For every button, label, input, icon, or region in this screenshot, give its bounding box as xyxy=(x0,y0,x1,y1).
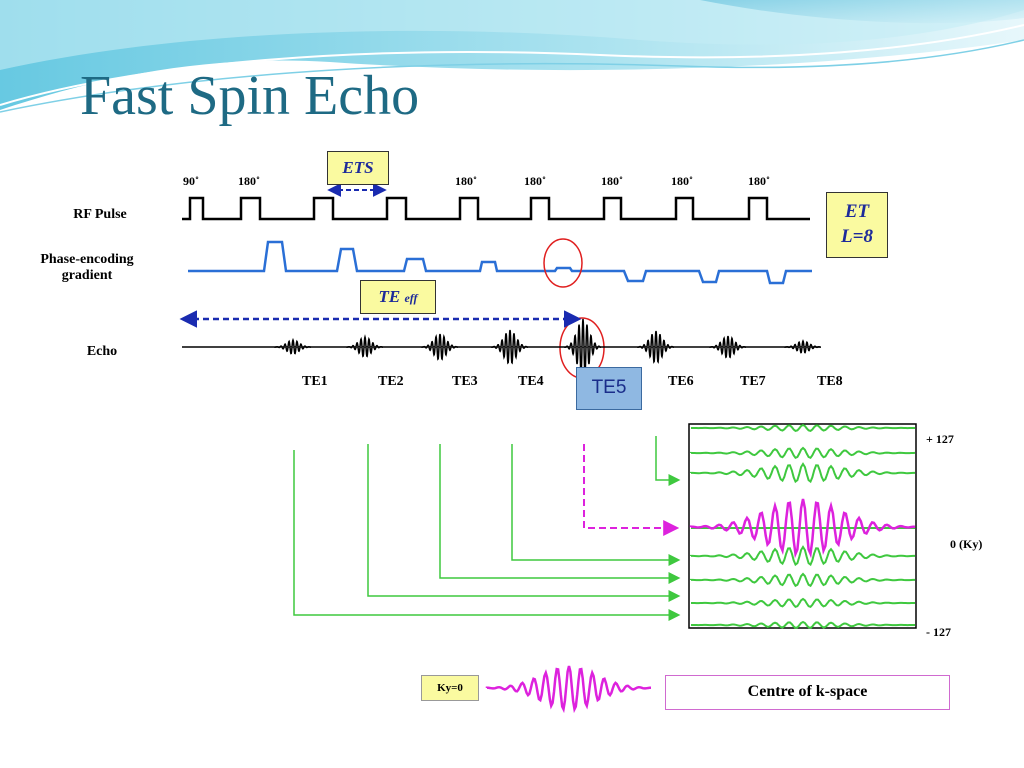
te-label-8: TE8 xyxy=(817,374,843,389)
te-label-2: TE2 xyxy=(378,374,404,389)
te-label-7: TE7 xyxy=(740,374,766,389)
rf-pulse-label: RF Pulse xyxy=(73,207,127,222)
phase-encoding-label-line1: Phase-encoding xyxy=(40,252,134,267)
echo-burst xyxy=(491,329,528,365)
echo-burst xyxy=(784,339,821,354)
kspace-line xyxy=(690,545,915,567)
ky0-wave xyxy=(485,665,651,714)
te-eff-subscript: eff xyxy=(404,291,418,305)
kspace-line xyxy=(691,597,915,608)
te-label-4: TE4 xyxy=(518,374,544,389)
pulse-label-180-3: 180˚ xyxy=(524,174,546,188)
echo-signal xyxy=(182,318,821,376)
te-label-1: TE1 xyxy=(302,374,328,389)
kspace-center-line xyxy=(689,498,916,559)
echo-burst xyxy=(421,333,458,361)
kspace-line xyxy=(690,446,916,460)
pulse-label-180-6: 180˚ xyxy=(748,174,770,188)
echo-label: Echo xyxy=(86,344,118,359)
pulse-label-180-2: 180˚ xyxy=(455,174,477,188)
pulse-label-180-5: 180˚ xyxy=(671,174,693,188)
te-label-6: TE6 xyxy=(668,374,694,389)
echo-to-kspace-arrows xyxy=(293,436,681,621)
phase-encoding-label: Phase-encoding gradient xyxy=(22,252,152,284)
te-label-3: TE3 xyxy=(452,374,478,389)
centre-of-kspace-box: Centre of k-space xyxy=(665,675,950,710)
et-length-label: L=8 xyxy=(841,226,873,247)
kspace-bottom-label: - 127 xyxy=(926,625,951,639)
phase-encoding-label-line2: gradient xyxy=(61,268,113,283)
ky0-label-box: Ky=0 xyxy=(421,675,479,701)
kspace-top-label: + 127 xyxy=(926,432,954,446)
kspace-lines xyxy=(689,423,916,629)
echo-mapping-arrow xyxy=(293,450,681,621)
echo-burst xyxy=(346,334,383,358)
echo-mapping-arrow xyxy=(439,444,681,584)
echo-burst xyxy=(709,335,746,359)
echo-train-length-box: ET L=8 xyxy=(826,192,888,258)
kspace-line xyxy=(690,462,915,484)
echo-burst xyxy=(637,330,674,364)
slide-title: Fast Spin Echo xyxy=(80,65,420,127)
highlight-circle-gradient xyxy=(543,238,583,288)
kspace-frame xyxy=(688,423,917,629)
kspace-line xyxy=(690,572,915,588)
kspace-line xyxy=(691,423,915,432)
te5-mapping-arrow xyxy=(583,444,680,536)
kspace-center-label: 0 (Ky) xyxy=(950,537,983,551)
echo-burst xyxy=(274,337,311,355)
echo-mapping-arrow xyxy=(367,444,681,602)
pulse-label-90: 90˚ xyxy=(183,174,199,188)
te-eff-main: TE xyxy=(378,287,401,306)
pulse-label-180-4: 180˚ xyxy=(601,174,623,188)
header-decoration xyxy=(0,0,1024,113)
te-label-5: TE5 xyxy=(576,367,642,410)
echo-mapping-arrow xyxy=(655,436,681,486)
ky0-signal xyxy=(485,665,651,714)
et-label: ET xyxy=(844,201,870,222)
echo-burst xyxy=(564,318,601,376)
kspace-line xyxy=(691,620,915,629)
pulse-label-180-1: 180˚ xyxy=(238,174,260,188)
phase-encoding-gradient xyxy=(188,240,812,285)
ets-box: ETS xyxy=(327,151,389,185)
te-eff-box: TE eff xyxy=(360,280,436,314)
rf-pulse-train xyxy=(182,196,810,221)
echo-mapping-arrow xyxy=(511,444,681,566)
